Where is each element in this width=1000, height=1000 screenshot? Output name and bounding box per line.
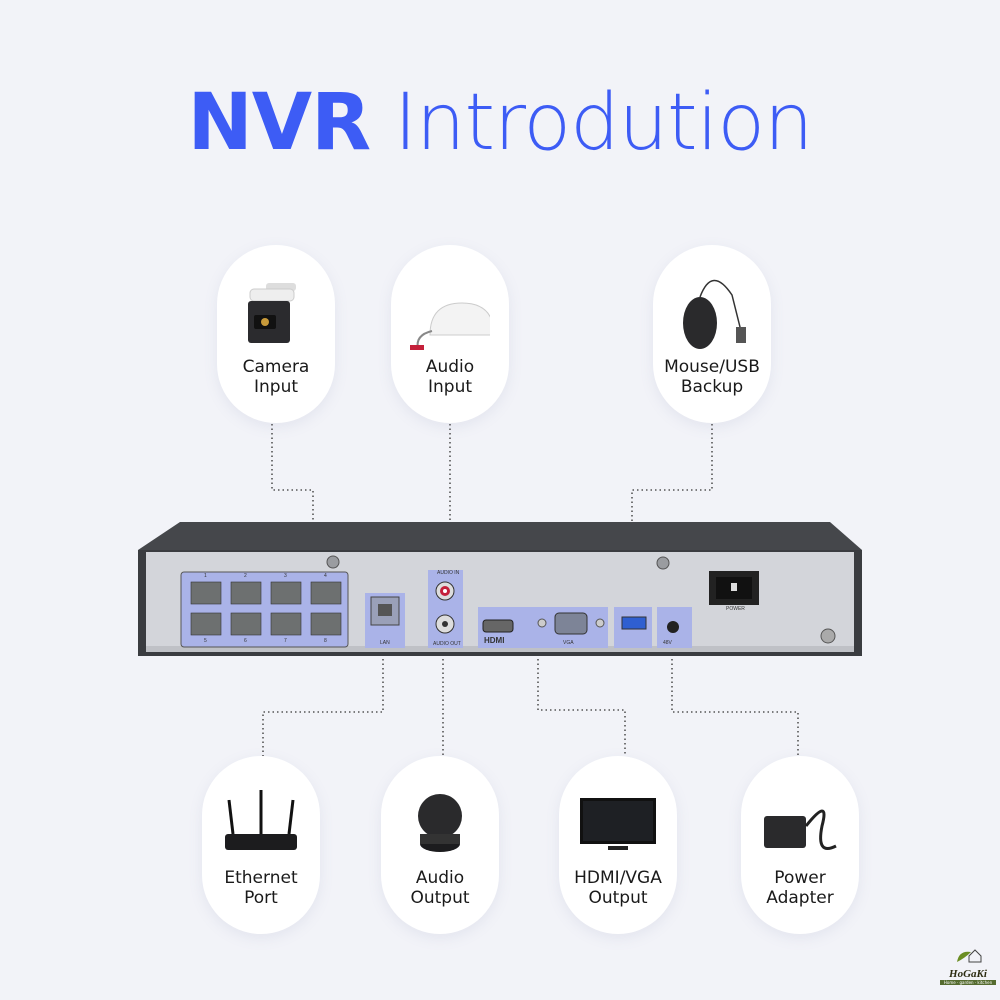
ground-screw-icon [820, 628, 836, 644]
label-dc: 48V [663, 640, 672, 646]
power-adapter-icon [764, 809, 837, 850]
port-number: 7 [284, 638, 287, 644]
port-number: 3 [284, 573, 287, 579]
port-number: 5 [204, 638, 207, 644]
screw-icon [326, 555, 340, 569]
screw-icon [656, 556, 670, 570]
router-icon [225, 790, 297, 850]
label-audio-out: AUDIO OUT [433, 641, 461, 647]
label-audio-in: AUDIO IN [437, 570, 460, 576]
label-power: POWER [726, 606, 745, 612]
microphone-icon [410, 302, 490, 350]
poe-port [310, 581, 342, 605]
port-number: 6 [244, 638, 247, 644]
monitor-icon [580, 798, 656, 850]
port-number: 2 [244, 573, 247, 579]
poe-port [270, 612, 302, 636]
poe-port [230, 612, 262, 636]
hogaki-logo: HoGaKi Home · garden · kitchen [940, 948, 996, 985]
poe-port [310, 612, 342, 636]
page-title: NVR Introdution [187, 78, 814, 168]
poe-port [270, 581, 302, 605]
bullet-camera-icon [248, 283, 296, 343]
port-number: 4 [324, 573, 327, 579]
poe-port [230, 581, 262, 605]
label-hdmi: HDMI [484, 636, 505, 645]
poe-port [190, 612, 222, 636]
mouse-icon [683, 279, 746, 349]
speaker-icon [418, 794, 462, 852]
label-lan: LAN [380, 640, 390, 646]
port-number: 1 [204, 573, 207, 579]
port-number: 8 [324, 638, 327, 644]
poe-port [190, 581, 222, 605]
label-vga: VGA [563, 640, 574, 646]
leaf-house-icon [957, 949, 982, 963]
